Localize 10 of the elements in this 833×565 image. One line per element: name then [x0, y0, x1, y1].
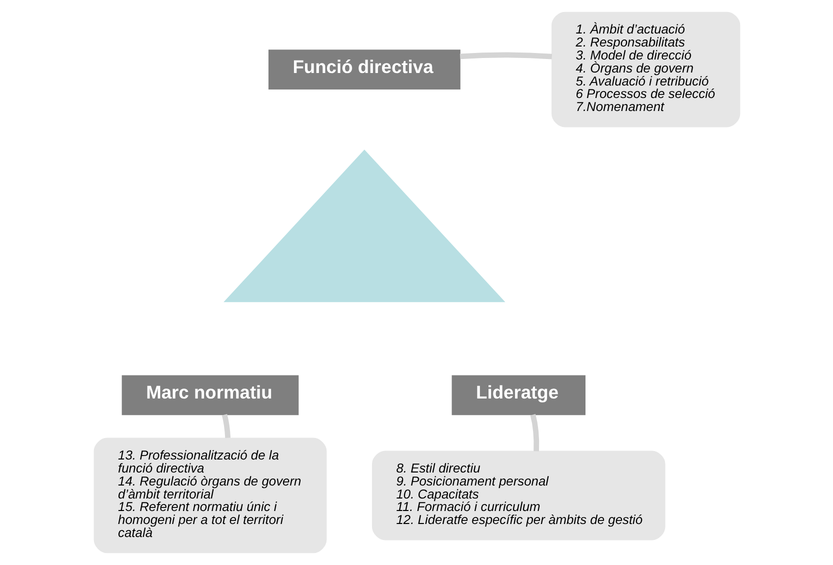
- node-box: 1. Àmbit d’actuació 2. Responsabilitats 3. Model de direcció 4. Òrgans de govern 5. Avaluació i retribució 6 Processos de selecció 7.Nomenament: [551, 12, 740, 128]
- connector: [221, 414, 230, 438]
- connector: [459, 52, 552, 60]
- node-triangle: [223, 150, 505, 302]
- node-box: Funció directiva: [268, 50, 460, 90]
- node-box: Lideratge: [451, 375, 585, 416]
- connector: [530, 414, 539, 452]
- node-box: 8. Estil directiu 9. Posicionament personal 10. Capacitats 11. Formació i curriculum 12. Lideratfe específic per àmbits de gestió: [371, 450, 665, 540]
- node-box: 13. Professionalització de la funció directiva 14. Regulació òrgans de govern d’àmbit territorial 15. Referent normatiu únic i homogeni per a tot el territori català: [93, 438, 326, 554]
- node-box: Marc normatiu: [121, 375, 298, 416]
